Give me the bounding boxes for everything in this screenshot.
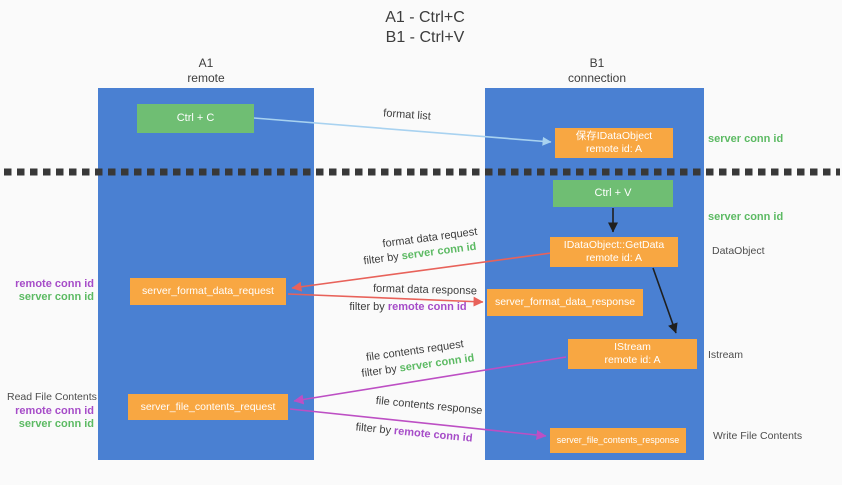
- left-column-header: A1 remote: [151, 56, 261, 86]
- getdata-node: IDataObject::GetData remote id: A: [550, 237, 678, 267]
- server-format-data-response-node: server_format_data_response: [487, 289, 643, 316]
- istream-line1: IStream: [614, 341, 651, 353]
- server-format-data-request-node: server_format_data_request: [130, 278, 286, 305]
- save-idataobject-line1: 保存IDataObject: [575, 130, 653, 142]
- server-conn-id-annotation: server conn id: [18, 418, 94, 430]
- istream-line2: remote id: A: [604, 354, 661, 366]
- title-line-a1: A1 - Ctrl+C: [385, 9, 465, 26]
- diagram-title: A1 - Ctrl+C B1 - Ctrl+V: [340, 8, 510, 48]
- save-idataobject-node: 保存IDataObject remote id: A: [555, 128, 673, 158]
- filter-by-text: filter by: [355, 421, 392, 437]
- title-line-b1: B1 - Ctrl+V: [385, 29, 465, 46]
- left-column-title: A1: [198, 56, 214, 70]
- server-file-contents-request-label: server_file_contents_request: [140, 400, 276, 413]
- ctrl-v-node: Ctrl + V: [553, 180, 673, 207]
- save-idataobject-line2: remote id: A: [585, 143, 643, 155]
- getdata-line2: remote id: A: [585, 252, 643, 264]
- ctrl-c-label: Ctrl + C: [176, 112, 215, 124]
- remote-conn-id-text: remote conn id: [387, 301, 467, 313]
- server-conn-id-annotation-top: server conn id: [708, 133, 784, 145]
- left-column-subtitle: remote: [187, 71, 225, 85]
- ctrl-c-node: Ctrl + C: [137, 104, 254, 133]
- server-file-contents-response-node: server_file_contents_response: [550, 428, 686, 453]
- filter-by-text: filter by: [349, 301, 385, 313]
- server-format-data-response-label: server_format_data_response: [494, 296, 636, 308]
- mid-left-conn-ids: remote conn id server conn id: [15, 278, 94, 304]
- format-list-arrow: [253, 117, 552, 146]
- dataobject-annotation: DataObject: [712, 245, 765, 257]
- format-data-response-arrow: [287, 293, 484, 307]
- remote-conn-id-annotation: remote conn id: [15, 405, 94, 417]
- istream-annotation: Istream: [708, 349, 744, 361]
- right-column-subtitle: connection: [567, 71, 627, 85]
- file-contents-response-arrow: [289, 408, 547, 440]
- bottom-left-conn-ids: remote conn id server conn id: [15, 405, 94, 431]
- server-format-data-request-label: server_format_data_request: [142, 285, 274, 297]
- server-file-contents-response-label: server_file_contents_response: [556, 435, 680, 445]
- server-conn-id-annotation-mid: server conn id: [708, 211, 784, 223]
- file-contents-request-arrow: [293, 356, 567, 405]
- getdata-line1: IDataObject::GetData: [563, 239, 665, 251]
- remote-conn-id-annotation: remote conn id: [15, 278, 94, 290]
- read-file-contents-annotation: Read File Contents: [7, 391, 97, 403]
- write-file-contents-annotation: Write File Contents: [713, 430, 803, 442]
- format-data-request-arrow: [291, 252, 552, 292]
- right-column-title: B1: [589, 56, 605, 70]
- istream-node: IStream remote id: A: [568, 339, 697, 369]
- right-column-header: B1 connection: [542, 56, 652, 86]
- getdata-to-istream-arrow: [652, 267, 678, 334]
- server-conn-id-annotation: server conn id: [18, 291, 94, 303]
- server-file-contents-request-node: server_file_contents_request: [128, 394, 288, 420]
- ctrl-v-label: Ctrl + V: [594, 187, 632, 199]
